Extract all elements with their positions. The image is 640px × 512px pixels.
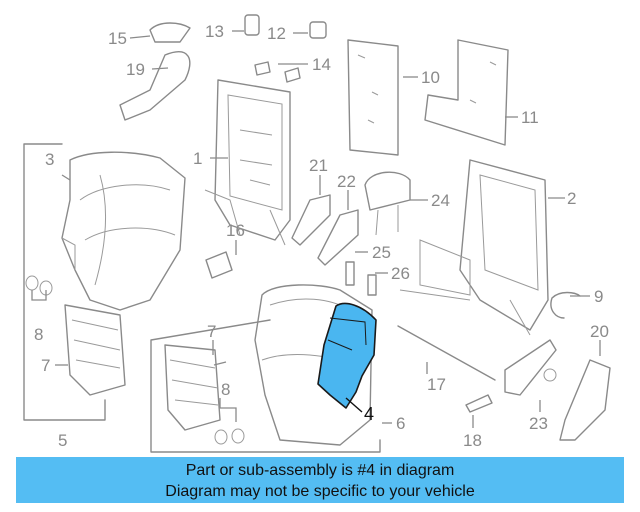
seat-pads-lower-left: [25, 275, 126, 396]
callout-26: 26: [391, 264, 410, 283]
callout-7b: 7: [207, 322, 216, 341]
headrest-and-trim-parts: [205, 171, 411, 296]
callout-2: 2: [567, 189, 576, 208]
callout-25: 25: [372, 243, 391, 262]
seat-frame-1: [204, 79, 291, 246]
seat-frame-2: [399, 159, 549, 336]
callout-1: 1: [193, 149, 202, 168]
callout-13: 13: [205, 22, 224, 41]
callout-4: 4: [364, 404, 374, 424]
banner-line-2: Diagram may not be specific to your vehi…: [165, 483, 475, 500]
callout-18: 18: [463, 431, 482, 450]
callout-21: 21: [309, 156, 328, 175]
callout-8a: 8: [34, 325, 43, 344]
callout-9: 9: [594, 287, 603, 306]
callout-20: 20: [590, 322, 609, 341]
callout-11: 11: [521, 108, 539, 127]
callout-17: 17: [427, 375, 446, 394]
highlighted-part-4: [317, 302, 377, 409]
leader-lines: [31, 30, 601, 428]
callout-12: 12: [267, 24, 286, 43]
callout-22: 22: [337, 172, 356, 191]
small-parts-right: [397, 291, 611, 441]
callout-19: 19: [126, 60, 145, 79]
callout-14: 14: [312, 55, 331, 74]
seat-back-panels: [347, 39, 509, 156]
callout-3: 3: [45, 150, 54, 169]
callout-15: 15: [108, 29, 127, 48]
seat-back-assembly-left: [23, 143, 186, 421]
small-parts-top: [119, 14, 327, 121]
callout-labels: 15 19 13 12 14 10 11 1 2 3 21 22 24 16 2…: [34, 22, 609, 450]
callout-16: 16: [226, 221, 245, 240]
callout-5: 5: [58, 431, 67, 450]
info-banner: Part or sub-assembly is #4 in diagram Di…: [16, 457, 624, 503]
callout-6: 6: [396, 414, 405, 433]
callout-23: 23: [529, 414, 548, 433]
callout-10: 10: [421, 68, 440, 87]
banner-line-1: Part or sub-assembly is #4 in diagram: [185, 462, 455, 479]
callout-24: 24: [431, 191, 450, 210]
callout-7a: 7: [41, 356, 50, 375]
callout-8b: 8: [221, 380, 230, 399]
